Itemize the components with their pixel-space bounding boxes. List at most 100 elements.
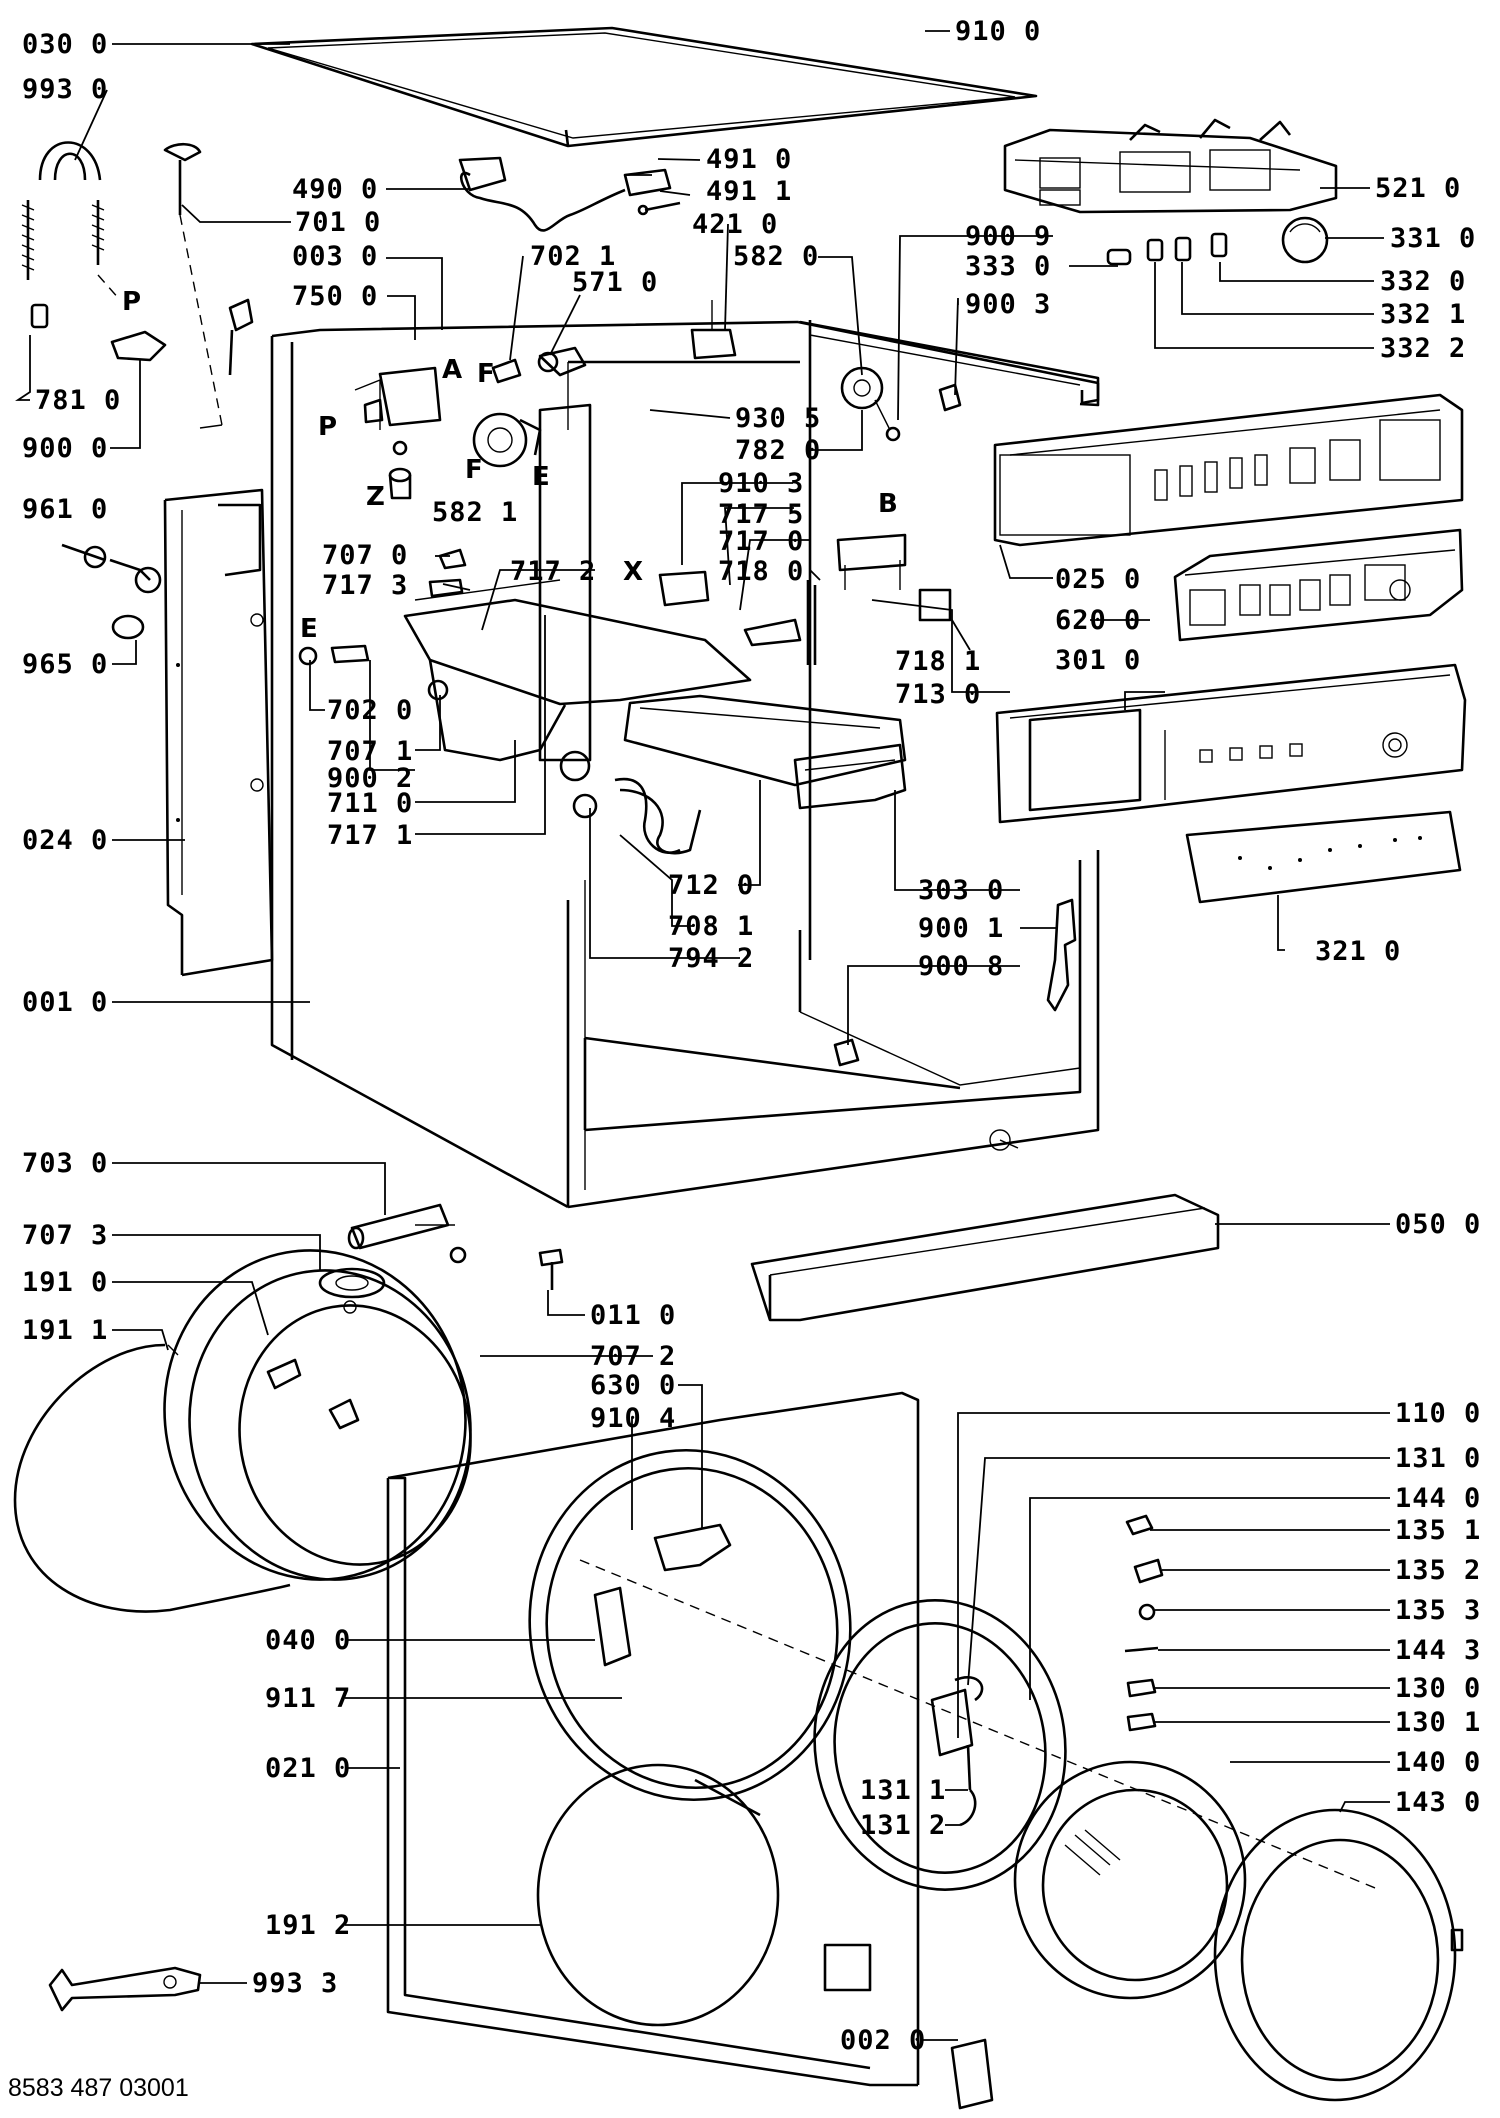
callout-910-4: 910 4: [590, 1403, 676, 1434]
callout-965-0: 965 0: [22, 649, 108, 680]
letter-Z: Z: [366, 482, 385, 512]
door-glass: [1013, 1760, 1247, 2000]
door-outer-ring: [1213, 1808, 1464, 2102]
control-module: [1003, 118, 1338, 214]
callout-011-0: 011 0: [590, 1300, 676, 1331]
callout-900-2: 900 2: [327, 763, 413, 794]
front-panel: [386, 1391, 1381, 2087]
callout-711-0: 711 0: [327, 788, 413, 819]
part-callouts: 030 0 993 0 910 0 491 0 490 0 491 1 701 …: [22, 16, 1481, 2056]
callout-782-0: 782 0: [735, 435, 821, 466]
letter-P-left: P: [318, 412, 337, 442]
callout-582-0: 582 0: [733, 241, 819, 272]
screw-491: [637, 201, 681, 216]
callout-900-8: 900 8: [918, 951, 1004, 982]
callout-993-3: 993 3: [252, 1968, 338, 1999]
letter-X: X: [623, 557, 643, 587]
callout-703-0: 703 0: [22, 1148, 108, 1179]
callout-303-0: 303 0: [918, 875, 1004, 906]
callout-707-2: 707 2: [590, 1341, 676, 1372]
control-panel: [995, 663, 1467, 824]
door-spring: [694, 1778, 761, 1817]
door-catch-040: [593, 1586, 632, 1667]
letter-A: A: [442, 355, 462, 385]
callout-491-0: 491 0: [706, 144, 792, 175]
callout-131-2: 131 2: [860, 1810, 946, 1841]
callout-707-1: 707 1: [327, 736, 413, 767]
cabinet: [270, 320, 1100, 1209]
wrench-tool: [48, 1966, 202, 2012]
pump: [472, 412, 542, 468]
callout-321-0: 321 0: [1315, 936, 1401, 967]
callout-794-2: 794 2: [668, 943, 754, 974]
callout-332-2: 332 2: [1380, 333, 1466, 364]
callout-135-1: 135 1: [1395, 1515, 1481, 1546]
plinth: [750, 1193, 1220, 1322]
callout-900-9: 900 9: [965, 221, 1051, 252]
callout-001-0: 001 0: [22, 987, 108, 1018]
callout-708-1: 708 1: [668, 911, 754, 942]
pressure-switch: [840, 366, 901, 442]
callout-993-0: 993 0: [22, 74, 108, 105]
hinge-clips: [833, 898, 1077, 1067]
callout-582-1: 582 1: [432, 497, 518, 528]
control-panel-frame: [993, 393, 1464, 547]
callout-191-0: 191 0: [22, 1267, 108, 1298]
callout-717-5: 717 5: [718, 499, 804, 530]
callout-717-2: 717 2: [510, 556, 596, 587]
callout-961-0: 961 0: [22, 494, 108, 525]
dispenser-housing: [403, 598, 752, 855]
side-panel: [163, 488, 274, 977]
filter-plug: [61, 543, 162, 640]
document-number: 8583 487 03001: [8, 2074, 189, 2102]
callout-140-0: 140 0: [1395, 1747, 1481, 1778]
callout-717-3: 717 3: [322, 570, 408, 601]
letter-B: B: [878, 489, 898, 519]
callout-911-7: 911 7: [265, 1683, 351, 1714]
callout-131-0: 131 0: [1395, 1443, 1481, 1474]
callout-620-0: 620 0: [1055, 605, 1141, 636]
callout-131-1: 131 1: [860, 1775, 946, 1806]
callout-521-0: 521 0: [1375, 173, 1461, 204]
callout-717-1: 717 1: [327, 820, 413, 851]
small-hardware: [1124, 1514, 1164, 1732]
letter-F-top: F: [477, 359, 495, 389]
callout-702-0: 702 0: [327, 695, 413, 726]
callout-110-0: 110 0: [1395, 1398, 1481, 1429]
hinge-pin: [959, 1744, 977, 1827]
callout-301-0: 301 0: [1055, 645, 1141, 676]
callout-333-0: 333 0: [965, 251, 1051, 282]
rear-tub-disc: [13, 1343, 291, 1613]
callout-490-0: 490 0: [292, 174, 378, 205]
callout-025-0: 025 0: [1055, 564, 1141, 595]
callout-332-1: 332 1: [1380, 299, 1466, 330]
callout-050-0: 050 0: [1395, 1209, 1481, 1240]
callout-712-0: 712 0: [668, 870, 754, 901]
top-rail: [799, 320, 1100, 405]
letter-F: F: [465, 455, 483, 485]
callout-191-1: 191 1: [22, 1315, 108, 1346]
letter-E-left: E: [300, 614, 318, 644]
callout-707-0: 707 0: [322, 540, 408, 571]
callout-571-0: 571 0: [572, 267, 658, 298]
shock-absorber-701: [163, 142, 223, 429]
callout-331-0: 331 0: [1390, 223, 1476, 254]
electronic-board: [1173, 528, 1464, 642]
callout-910-3: 910 3: [718, 468, 804, 499]
filter: [388, 467, 412, 500]
side-bracket: [806, 580, 817, 665]
program-label: [1185, 810, 1462, 904]
hose-assembly: [21, 141, 167, 362]
callout-717-0: 717 0: [718, 526, 804, 557]
callout-718-1: 718 1: [895, 646, 981, 677]
callout-003-0: 003 0: [292, 241, 378, 272]
valve-421: [690, 300, 737, 360]
leader-lines: [15, 30, 1390, 2041]
callout-002-0: 002 0: [840, 2025, 926, 2056]
counterweight-bolt: [228, 298, 254, 376]
callout-130-0: 130 0: [1395, 1673, 1481, 1704]
callout-135-2: 135 2: [1395, 1555, 1481, 1586]
callout-491-1: 491 1: [706, 176, 792, 207]
callout-030-0: 030 0: [22, 29, 108, 60]
